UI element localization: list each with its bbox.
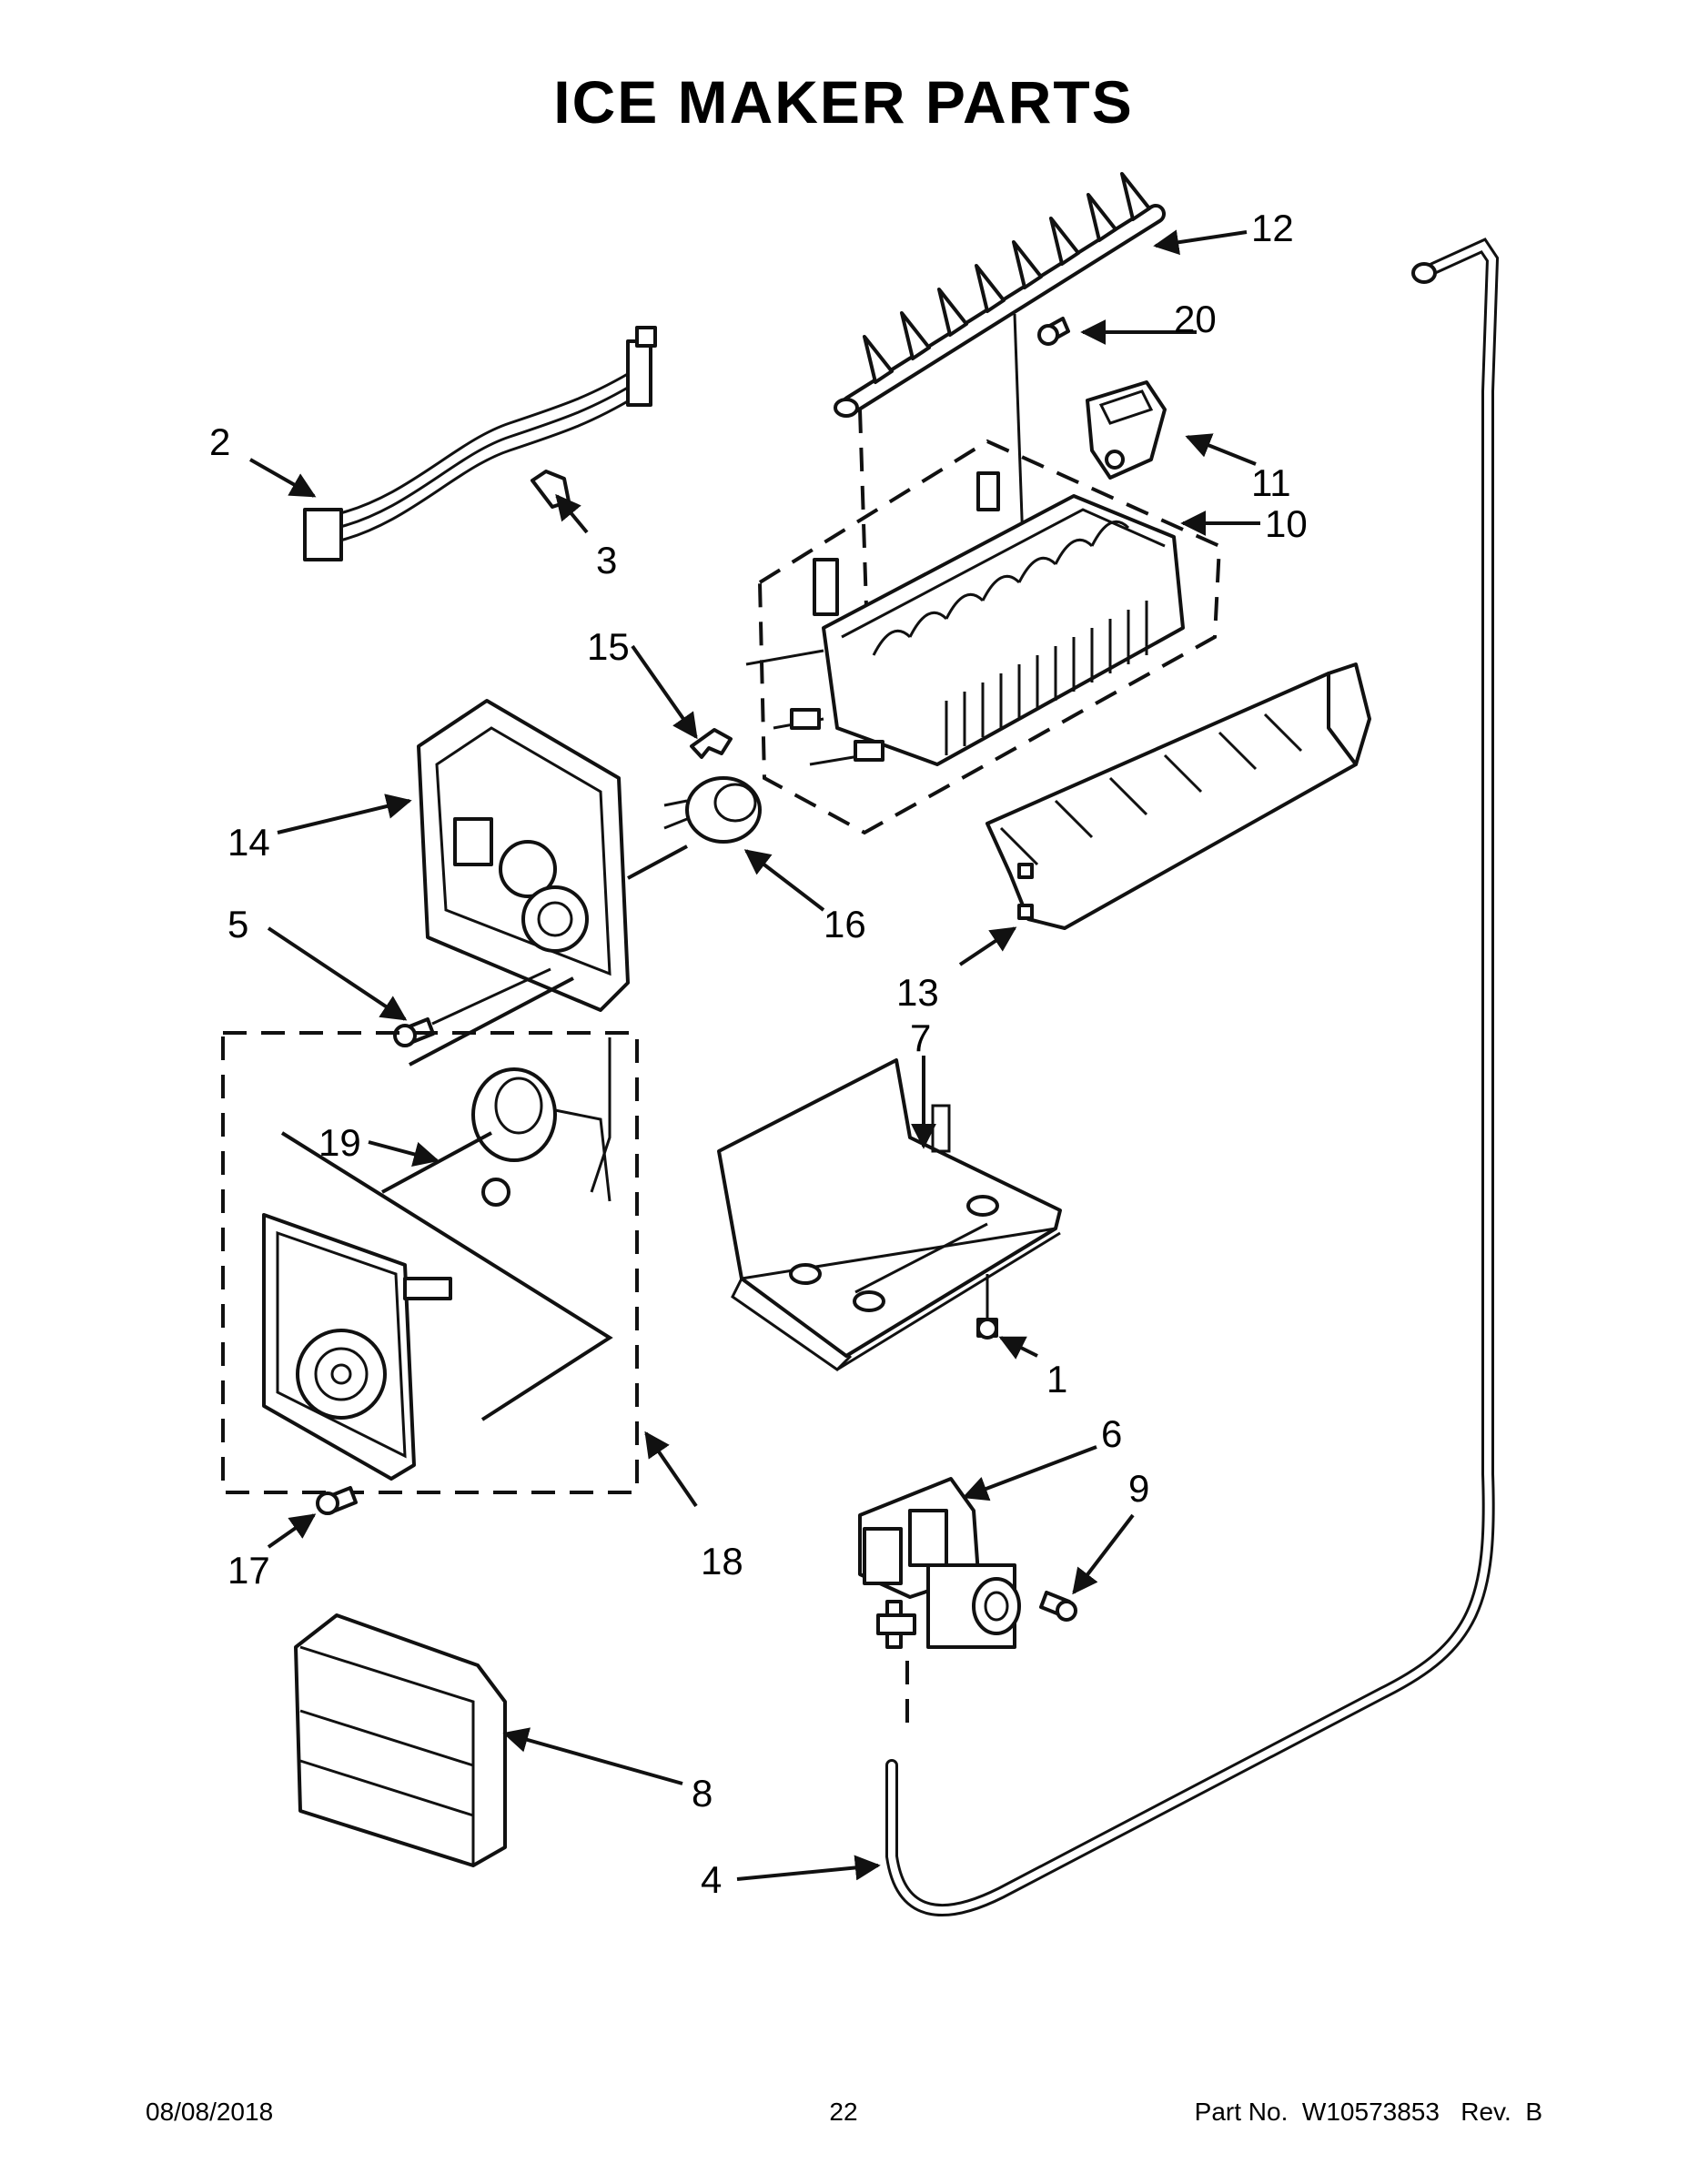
part-screw-17 [316,1486,358,1515]
callout-6: 6 [1101,1412,1122,1455]
part-bin-cover [294,1613,507,1867]
callout-8: 8 [692,1772,713,1815]
part-bracket-11 [1086,380,1167,480]
callout-20: 20 [1174,298,1217,340]
page-title: ICE MAKER PARTS [553,68,1133,136]
footer-date: 08/08/2018 [146,2098,273,2126]
part-ice-tray [717,1058,1062,1371]
callout-2: 2 [209,420,230,463]
callout-17: 17 [227,1549,270,1592]
callout-4: 4 [701,1858,722,1901]
part-clip-15 [690,728,733,759]
footer-page-number: 22 [829,2098,857,2126]
part-water-valve [858,1477,1021,1649]
footer-part-number: Part No. W10573853 Rev. B [1195,2098,1542,2126]
callout-12: 12 [1251,207,1294,249]
callout-11: 11 [1251,461,1291,504]
callout-5: 5 [227,903,248,945]
part-water-tube [885,238,1500,1916]
callout-1: 1 [1046,1358,1067,1400]
callout-10: 10 [1265,502,1308,545]
callout-3: 3 [596,539,617,581]
callout-15: 15 [587,625,630,668]
callout-14: 14 [227,821,270,864]
part-screw-1 [976,1274,998,1340]
callout-9: 9 [1128,1467,1149,1510]
part-wire-harness [303,326,657,561]
callout-19: 19 [318,1121,361,1164]
part-stripper [986,662,1371,930]
part-ejector-shaft [834,172,1166,418]
part-thermostat [663,776,762,844]
part-ice-mold [745,471,1185,766]
part-screw-9 [1039,1591,1077,1622]
part-motor [471,1037,612,1207]
part-control-housing [417,699,630,1012]
leader-lines [249,229,1260,1881]
callout-18: 18 [701,1540,743,1582]
callout-16: 16 [824,903,866,945]
callout-7: 7 [910,1016,931,1059]
callout-labels: 12 20 11 10 2 3 15 16 14 5 13 7 1 19 6 9… [209,207,1308,1901]
part-control-cover [262,1213,452,1481]
callout-13: 13 [896,971,939,1014]
